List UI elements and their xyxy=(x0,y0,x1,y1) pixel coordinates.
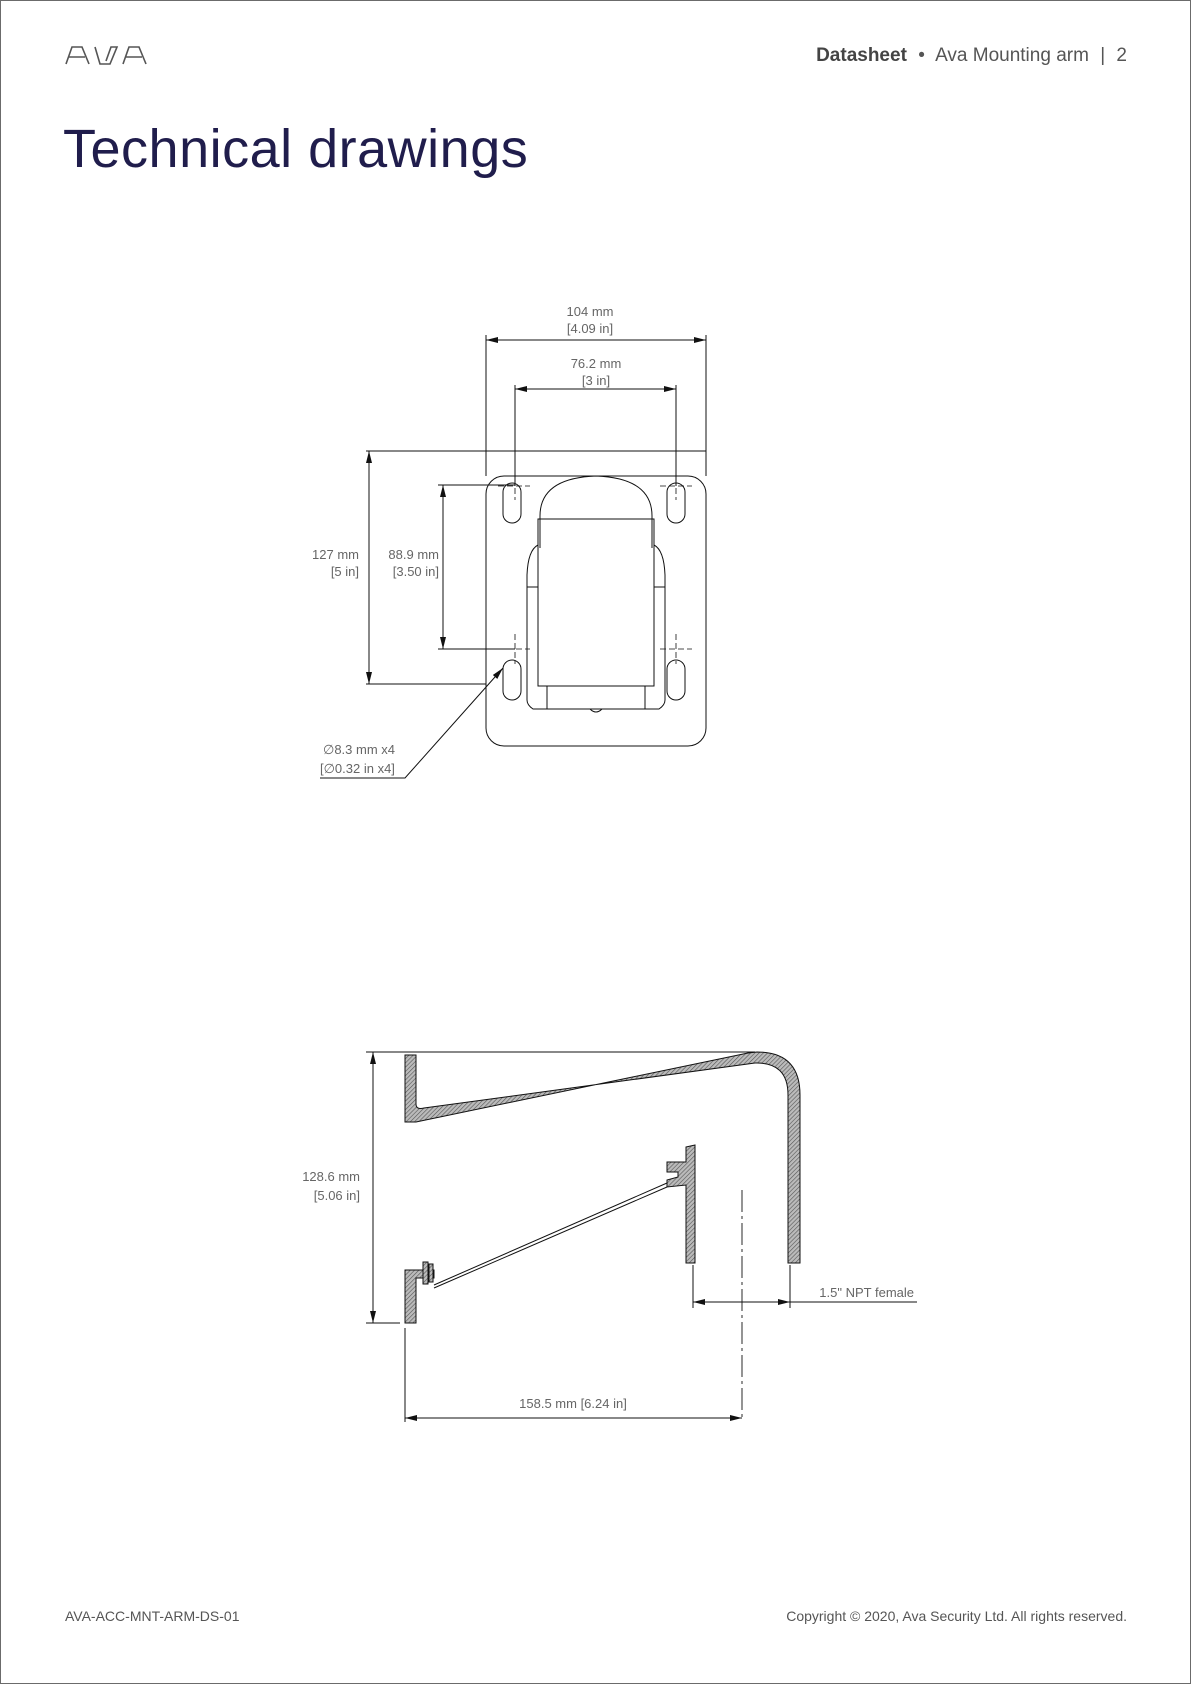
hole-v-mm: 88.9 mm xyxy=(388,547,439,562)
hole-dia-in: [∅0.32 in x4] xyxy=(320,761,395,776)
hole-dia-mm: ∅8.3 mm x4 xyxy=(323,742,395,757)
arm-dome xyxy=(539,475,653,548)
doc-type: Datasheet xyxy=(816,45,907,66)
height-in: [5 in] xyxy=(331,564,359,579)
front-view xyxy=(320,335,707,779)
divider: | xyxy=(1100,45,1106,66)
product-name: Ava Mounting arm xyxy=(935,45,1089,66)
width-in: [4.09 in] xyxy=(567,321,613,336)
page-header: Datasheet • Ava Mounting arm | 2 xyxy=(816,45,1127,67)
bullet: • xyxy=(918,45,925,66)
side-view xyxy=(366,1051,917,1422)
side-height-mm: 128.6 mm xyxy=(302,1169,360,1184)
hole-h-in: [3 in] xyxy=(582,373,610,388)
mounting-hole-slots xyxy=(502,482,686,701)
page-title: Technical drawings xyxy=(63,119,529,179)
arm-section xyxy=(404,1051,801,1264)
page-number: 2 xyxy=(1116,45,1127,66)
mounting-plate xyxy=(485,475,707,747)
cover-section xyxy=(666,1144,696,1264)
length-label: 158.5 mm [6.24 in] xyxy=(519,1396,627,1411)
width-mm: 104 mm xyxy=(567,304,614,319)
copyright: Copyright © 2020, Ava Security Ltd. All … xyxy=(786,1608,1127,1624)
hole-leader xyxy=(320,667,504,779)
thread-label: 1.5" NPT female xyxy=(819,1285,914,1300)
hole-v-in: [3.50 in] xyxy=(393,564,439,579)
cable-line xyxy=(433,1182,668,1289)
side-height-in: [5.06 in] xyxy=(314,1188,360,1203)
hole-h-mm: 76.2 mm xyxy=(571,356,622,371)
bracket-section xyxy=(404,1269,435,1324)
ava-logo xyxy=(65,44,155,71)
height-mm: 127 mm xyxy=(312,547,359,562)
doc-code: AVA-ACC-MNT-ARM-DS-01 xyxy=(65,1608,240,1624)
